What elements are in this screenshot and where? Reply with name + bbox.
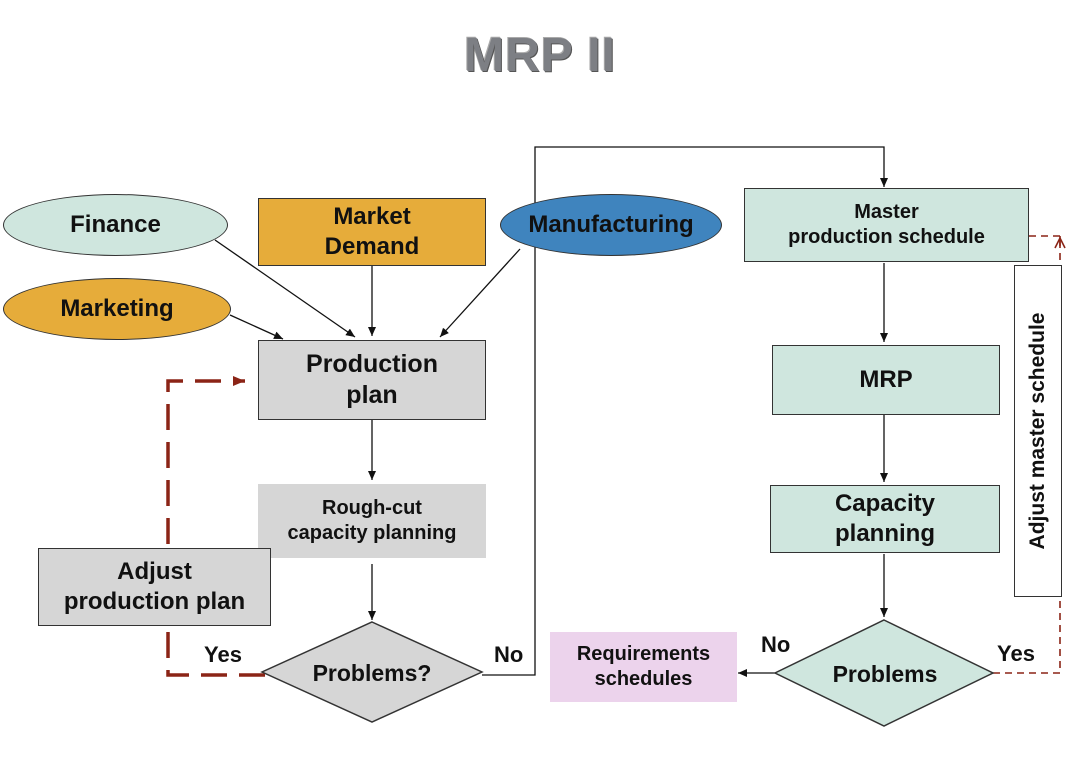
requirements-schedules-node: Requirements schedules (550, 632, 737, 702)
adjust-master-schedule-node: Adjust master schedule (1014, 265, 1062, 597)
arrow-manufacturing-to-production-plan (439, 248, 521, 338)
marketing-node: Marketing (3, 278, 231, 340)
problems-right-label: Problems (832, 660, 938, 687)
decision-problems-right (773, 619, 995, 727)
edge-label-no-left: No (494, 642, 524, 667)
dashed-yes-right-head (1054, 236, 1066, 249)
mrp-node: MRP (772, 345, 1000, 415)
adjust-production-plan-node: Adjust production plan (38, 548, 271, 626)
edge-label-yes-right: Yes (997, 641, 1035, 666)
arrow-no-to-master-schedule (482, 146, 888, 676)
problems-left-label: Problems? (312, 659, 432, 686)
rough-cut-capacity-node: Rough-cut capacity planning (258, 484, 486, 558)
decision-problems-left (260, 621, 484, 723)
master-production-schedule-node: Master production schedule (744, 188, 1029, 262)
manufacturing-node: Manufacturing (500, 194, 722, 256)
market-demand-node: Market Demand (258, 198, 486, 266)
finance-node: Finance (3, 194, 228, 256)
edge-label-yes-left: Yes (204, 642, 242, 667)
arrow-finance-to-production-plan (214, 239, 356, 338)
dashed-yes-right (993, 231, 1061, 674)
dashed-yes-left (166, 376, 265, 677)
page-title: MRP II (464, 29, 616, 82)
production-plan-node: Production plan (258, 340, 486, 420)
arrow-marketing-to-production-plan (229, 314, 284, 340)
edge-label-no-right: No (761, 632, 791, 657)
capacity-planning-node: Capacity planning (770, 485, 1000, 553)
